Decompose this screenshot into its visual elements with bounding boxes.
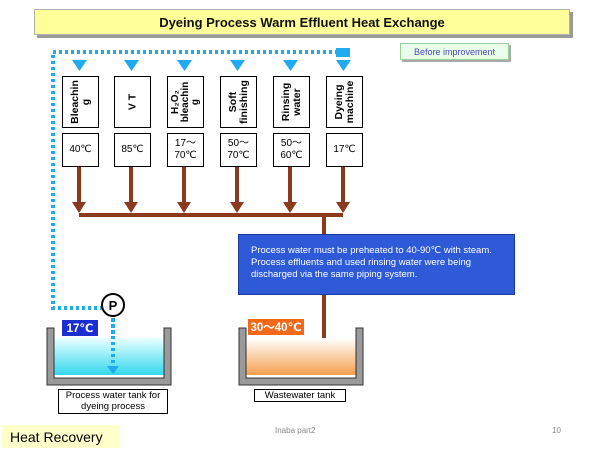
effluent-arrow-5 xyxy=(283,202,297,213)
footer-center-text: Inaba part2 xyxy=(275,426,316,435)
supply-arrow-6 xyxy=(336,60,351,71)
process-label: Dyeing xyxy=(332,84,345,120)
footer-heat-recovery: Heat Recovery xyxy=(2,425,120,448)
process-box-bleaching: Bleachin g xyxy=(62,76,99,128)
pump-icon: P xyxy=(101,293,125,317)
slide-title: Dyeing Process Warm Effluent Heat Exchan… xyxy=(34,9,570,35)
process-box-vt: V T xyxy=(114,76,151,128)
right-tank-temp: 30～40℃ xyxy=(250,322,302,334)
process-label-sub: g xyxy=(79,98,92,106)
temp-value: 85℃ xyxy=(121,144,144,155)
right-tank-label: Wastewater tank xyxy=(254,389,346,402)
temp-value-2: 70℃ xyxy=(227,150,250,161)
supply-arrow-1 xyxy=(72,60,87,71)
process-label-sub: finishing xyxy=(237,80,250,124)
process-box-h2o2-bleaching: H₂O₂ bleachin g xyxy=(167,76,204,128)
effluent-arrow-1 xyxy=(72,202,86,213)
before-improvement-text: Before improvement xyxy=(413,46,496,57)
process-temp-vt: 85℃ xyxy=(114,133,151,167)
process-temp-rinsing-water: 50～60℃ xyxy=(273,133,310,167)
page-number: 10 xyxy=(552,426,561,435)
left-tank-label-line2: dyeing process xyxy=(81,401,145,412)
slide-title-text: Dyeing Process Warm Effluent Heat Exchan… xyxy=(159,14,445,30)
temp-value-2: 70℃ xyxy=(174,150,197,161)
process-temp-dyeing-machine: 17℃ xyxy=(326,133,363,167)
supply-arrow-2 xyxy=(124,60,139,71)
process-label: V T xyxy=(126,93,138,111)
process-label: H₂O₂ xyxy=(169,90,181,114)
process-box-soft-finishing: Soft finishing xyxy=(220,76,257,128)
temp-value: 50～ xyxy=(280,138,303,149)
effluent-arrow-6 xyxy=(336,202,350,213)
footer-center: Inaba part2 xyxy=(275,426,315,435)
page-number-text: 10 xyxy=(552,426,561,435)
left-tank-label: Process water tank for dyeing process xyxy=(58,389,168,414)
process-box-rinsing-water: Rinsing water xyxy=(273,76,310,128)
process-label-sub: bleachin g xyxy=(179,81,201,123)
supply-arrow-4 xyxy=(230,60,245,71)
left-tank-water xyxy=(54,338,164,375)
supply-arrow-tail xyxy=(336,48,350,57)
process-label: Rinsing xyxy=(279,82,292,122)
pump-label: P xyxy=(108,297,118,313)
temp-value: 50～ xyxy=(227,138,250,149)
footer-heat-recovery-text: Heat Recovery xyxy=(10,428,103,445)
right-tank-temp-badge: 30～40℃ xyxy=(248,319,304,335)
right-tank-wall xyxy=(238,327,364,386)
effluent-arrow-3 xyxy=(177,202,191,213)
effluent-arrow-4 xyxy=(230,202,244,213)
supply-arrow-3 xyxy=(177,60,192,71)
process-temp-h2o2-bleaching: 17～70℃ xyxy=(167,133,204,167)
right-tank-label-text: Wastewater tank xyxy=(264,390,336,401)
process-box-dyeing-machine: Dyeing machine xyxy=(326,76,363,128)
before-improvement-badge: Before improvement xyxy=(400,43,509,60)
effluent-arrow-2 xyxy=(124,202,138,213)
process-label: Soft xyxy=(226,91,239,113)
left-tank-temp: 17℃ xyxy=(66,323,94,335)
temp-value: 17℃ xyxy=(333,144,356,155)
process-label-sub: water xyxy=(290,88,303,116)
temp-value: 40℃ xyxy=(69,144,92,155)
note-line-2: Process effluents and used rinsing water… xyxy=(251,257,472,268)
left-tank-wall xyxy=(46,327,172,386)
process-temp-soft-finishing: 50～70℃ xyxy=(220,133,257,167)
temp-value: 17～ xyxy=(174,138,197,149)
process-temp-bleaching: 40℃ xyxy=(62,133,99,167)
note-line-3: discharged via the same piping system. xyxy=(251,269,418,280)
left-tank-temp-badge: 17℃ xyxy=(62,320,98,336)
note-line-1: Process water must be preheated to 40-90… xyxy=(251,245,492,256)
explanation-note: Process water must be preheated to 40-90… xyxy=(238,234,515,295)
temp-value-2: 60℃ xyxy=(280,150,303,161)
right-tank-water xyxy=(246,338,356,375)
left-tank-label-line1: Process water tank for xyxy=(65,390,161,401)
process-label: Bleachin xyxy=(68,80,81,124)
supply-dotted-line xyxy=(51,50,350,370)
supply-arrow-5 xyxy=(283,60,298,71)
supply-intake-arrow xyxy=(107,366,119,374)
process-label-sub: machine xyxy=(343,80,356,124)
